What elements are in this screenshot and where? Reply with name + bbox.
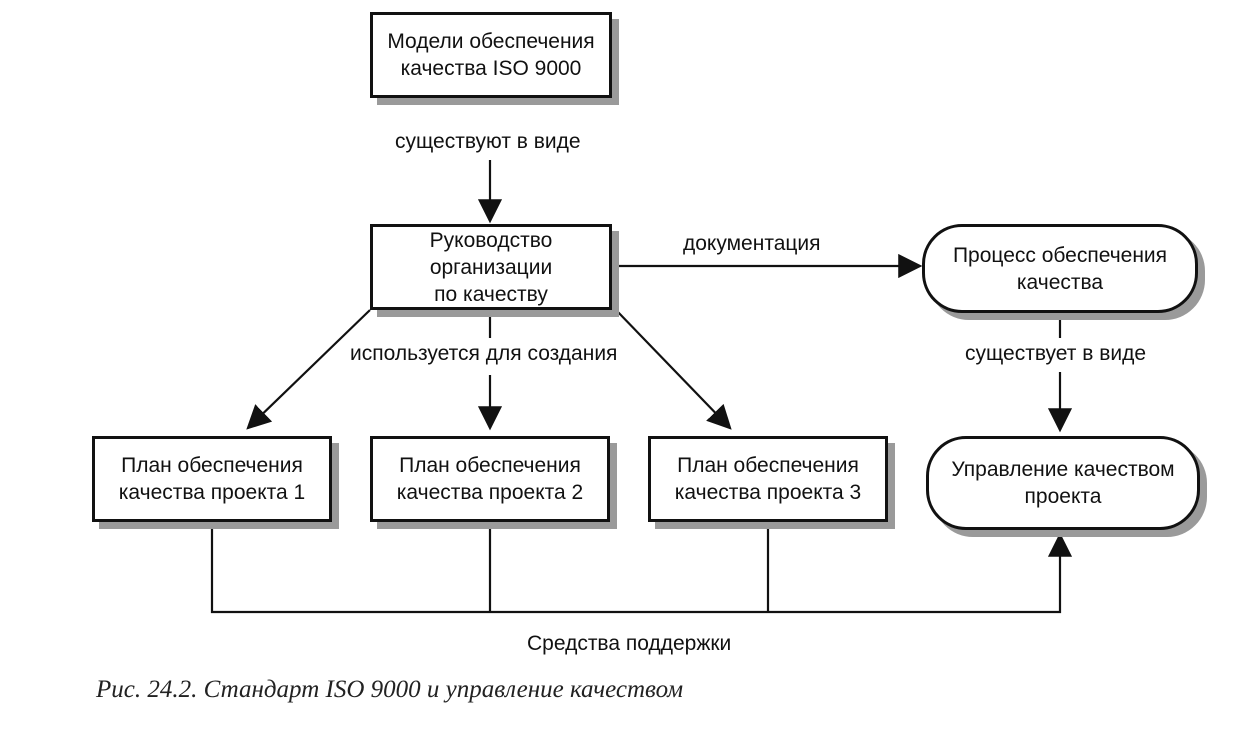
arrow-manual-to-plan1 [246,309,371,430]
edge-label-exist-as: существуют в виде [395,130,581,153]
plan-3-box: План обеспечения качества проекта 3 [648,436,888,522]
quality-manual-box: Руководство организации по качеству [370,224,612,310]
arrow-manual-to-plan3 [615,309,732,430]
figure-caption: Рис. 24.2. Стандарт ISO 9000 и управлени… [96,676,684,703]
iso-models-box: Модели обеспечения качества ISO 9000 [370,12,612,98]
edge-label-exists-as: существует в виде [965,342,1147,366]
support-tools-label: Средства поддержки [527,632,732,655]
plan-2-box: План обеспечения качества проекта 2 [370,436,610,522]
support-tools-bus [210,528,1073,614]
qa-process-box: Процесс обеспечения качества [922,224,1198,313]
edge-label-used-to-create: используется для создания [350,342,618,366]
quality-management-box: Управление качеством проекта [926,436,1200,530]
plan-1-box: План обеспечения качества проекта 1 [92,436,332,522]
edge-label-documentation: документация [683,232,821,255]
